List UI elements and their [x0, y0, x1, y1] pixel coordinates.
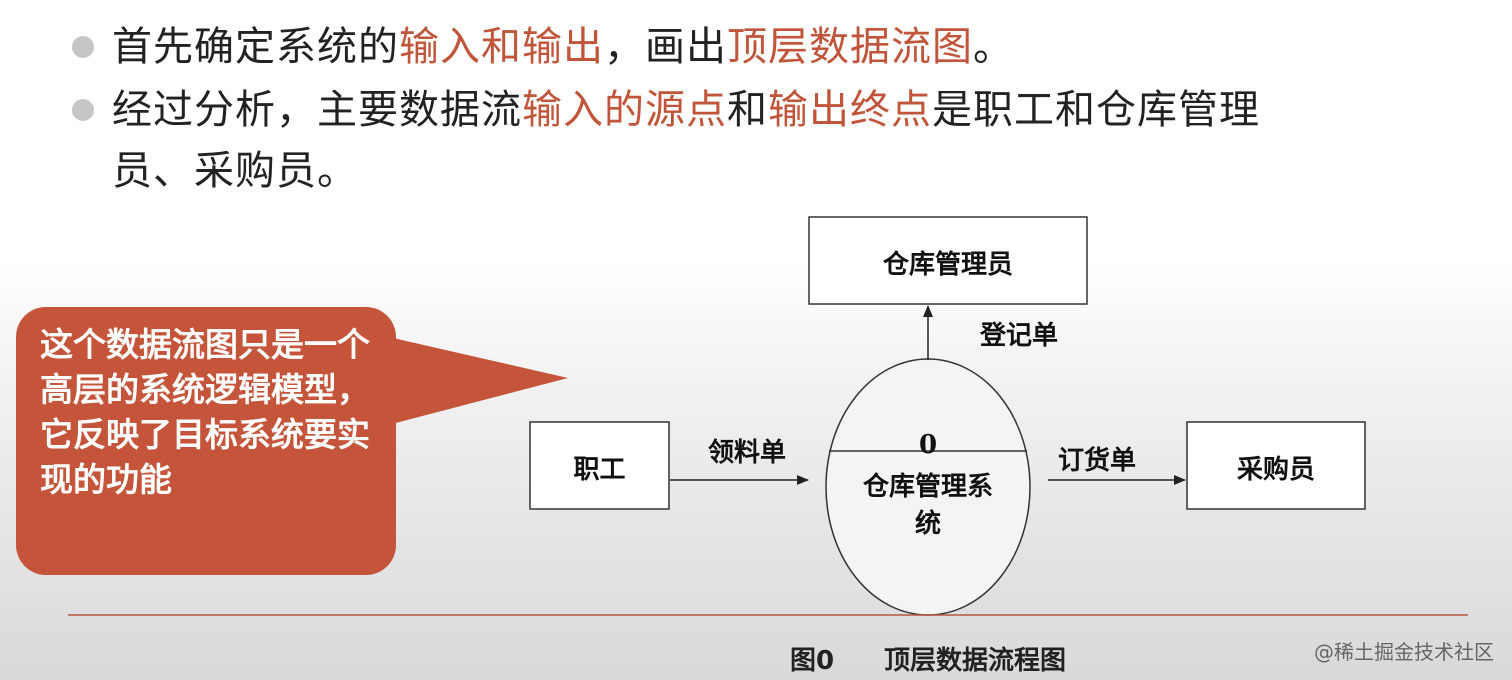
- bullet-text-segment: 首先确定系统的: [112, 24, 399, 70]
- highlight-text: 输入和输出: [399, 24, 604, 70]
- entity-label-top: 仓库管理员: [882, 250, 1013, 280]
- figure-title: 顶层数据流程图: [884, 646, 1067, 676]
- figure-number: 图0: [790, 646, 835, 676]
- entity-label-left: 职工: [573, 455, 626, 485]
- watermark: @稀土掘金技术社区: [1314, 640, 1494, 664]
- highlight-text: 顶层数据流图: [727, 24, 973, 70]
- bullet-text-segment: 经过分析，主要数据流: [112, 87, 522, 133]
- bullet-line-2-continuation: 员、采购员。: [112, 148, 358, 194]
- callout-text: 这个数据流图只是一个高层的系统逻辑模型，它反映了目标系统要实现的功能: [40, 325, 370, 499]
- process-name-line1: 仓库管理系: [862, 472, 993, 502]
- entity-box-right: [1186, 421, 1366, 510]
- flow-label-out: 订货单: [1058, 446, 1137, 476]
- bullet-text-segment: 和: [727, 87, 768, 133]
- bullet-dot-2: [72, 99, 94, 121]
- process-number: 0: [918, 430, 938, 460]
- bullet-dot-1: [72, 36, 94, 58]
- callout-bubble: [16, 307, 568, 575]
- entity-label-right: 采购员: [1236, 455, 1315, 485]
- flow-label-up: 登记单: [980, 321, 1059, 351]
- process-name-line2: 统: [914, 509, 941, 539]
- highlight-text: 输入的源点: [522, 87, 727, 133]
- flow-label-in: 领料单: [708, 438, 787, 468]
- bullet-text-segment: ，画出: [604, 24, 727, 70]
- entity-box-top: [808, 216, 1088, 305]
- bullet-text-segment: 。: [973, 24, 1014, 70]
- bullet-line-1: 首先确定系统的输入和输出，画出顶层数据流图。: [112, 16, 1014, 78]
- highlight-text: 输出终点: [768, 87, 932, 133]
- bullet-text-segment: 是职工和仓库管理: [932, 87, 1260, 133]
- bullet-line-2: 经过分析，主要数据流输入的源点和输出终点是职工和仓库管理: [112, 79, 1260, 141]
- entity-box-left: [529, 421, 670, 510]
